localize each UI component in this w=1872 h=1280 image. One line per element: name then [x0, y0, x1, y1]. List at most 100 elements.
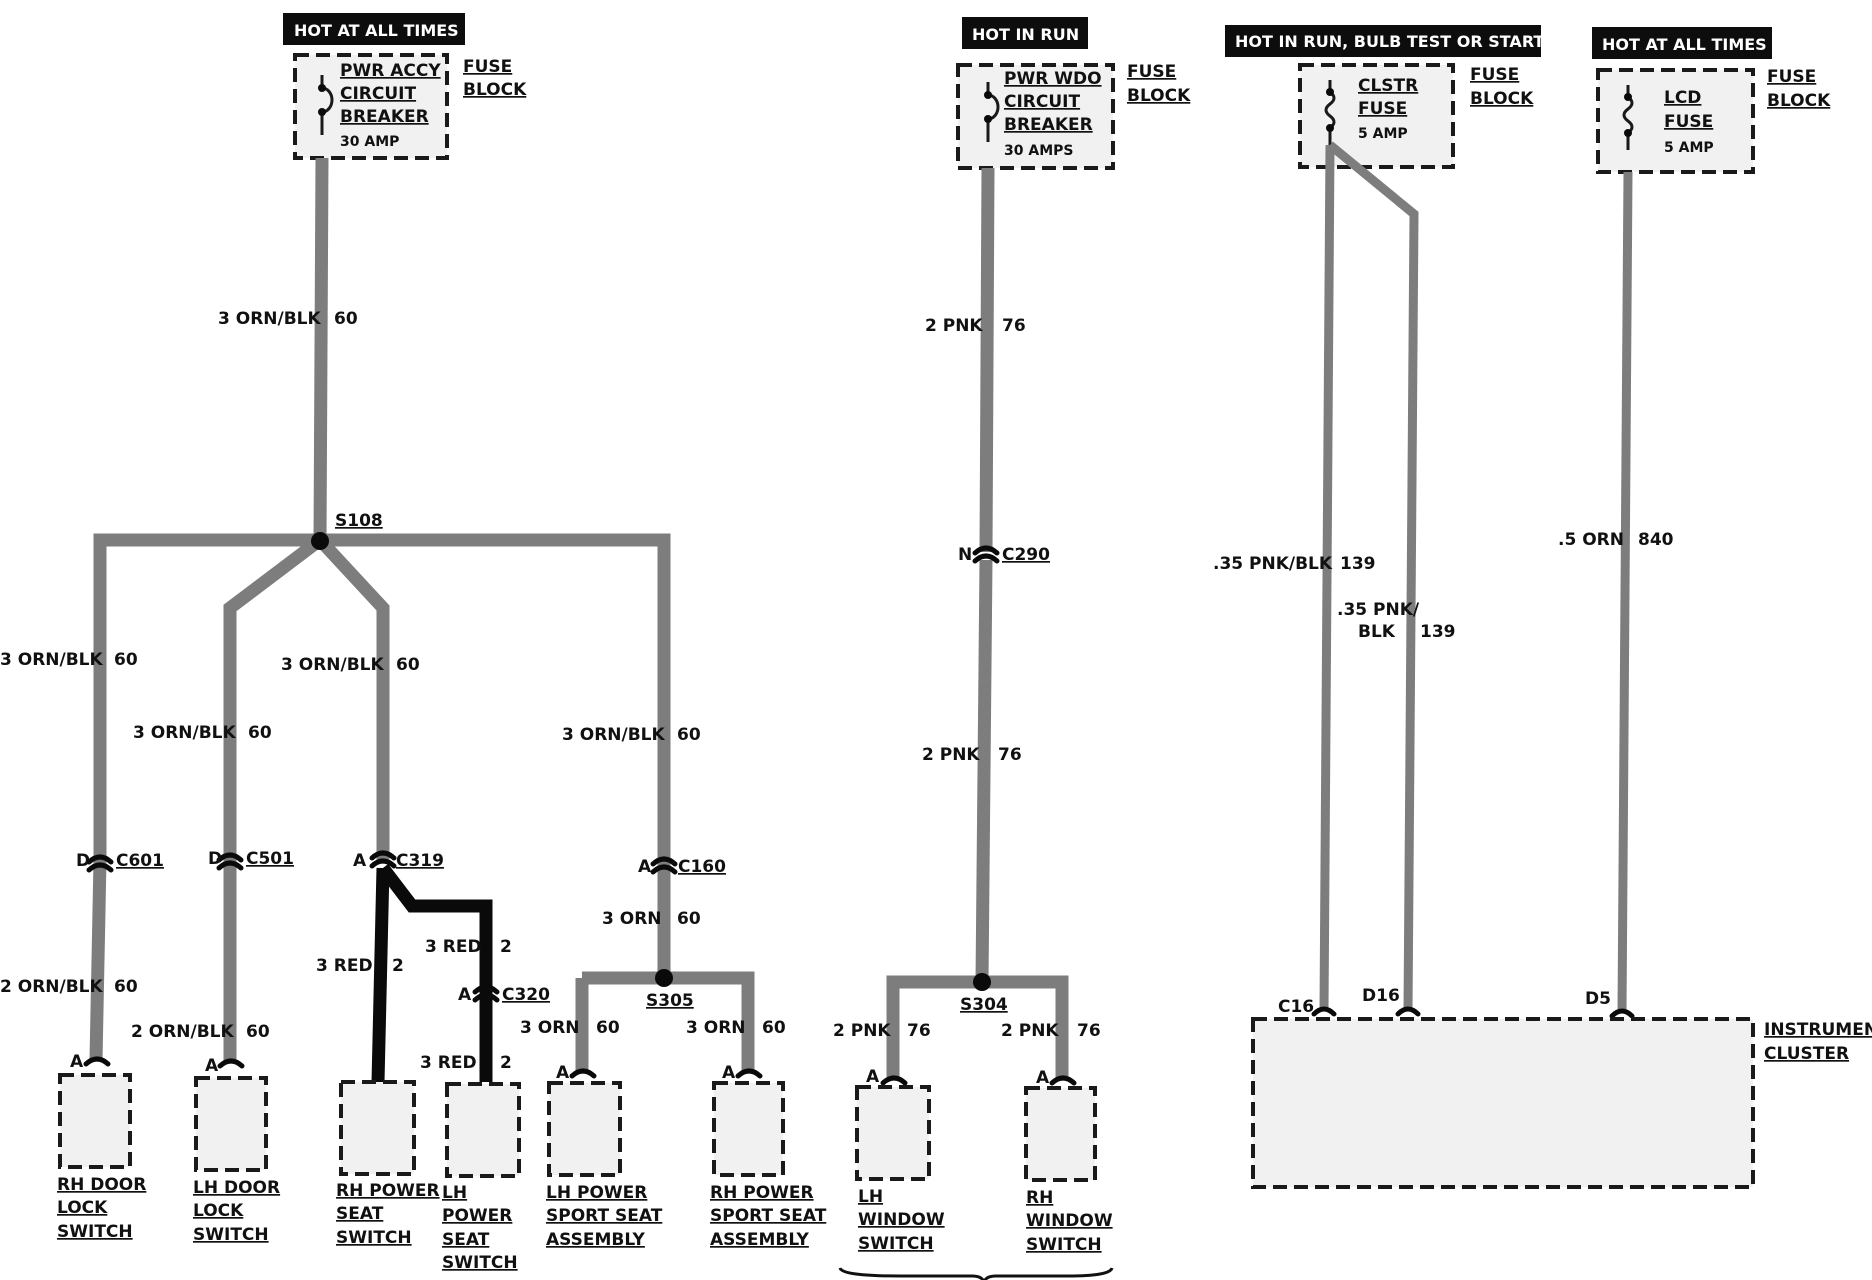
wires-cluster-circuit	[1319, 141, 1633, 1013]
pin-a-rhwin: A	[1036, 1068, 1050, 1088]
wire-pnk-lhwin-size: 2 PNK	[833, 1021, 891, 1041]
pin-a-rhdoor: A	[70, 1052, 84, 1072]
svg-text:LH: LH	[858, 1187, 883, 1207]
svg-text:SWITCH: SWITCH	[57, 1222, 133, 1242]
svg-text:SEAT: SEAT	[442, 1230, 490, 1250]
wire-lhdoor-size: 2 ORN/BLK	[131, 1022, 235, 1042]
pin-a-lhdoor: A	[205, 1056, 219, 1076]
pin-d-c501: D	[208, 849, 222, 869]
component-lh-door-lock-switch: LH DOOR LOCK SWITCH	[193, 1076, 280, 1245]
connector-c160: C160	[678, 857, 726, 877]
connector-c290: N C290	[958, 545, 1050, 565]
fuse-lcd-5-amp: LCD FUSE 5 AMP	[1596, 68, 1755, 174]
splice-s108-label: S108	[335, 511, 383, 531]
svg-text:SWITCH: SWITCH	[442, 1253, 518, 1273]
wire-branch-seat-size: 3 ORN/BLK	[281, 655, 385, 675]
wire-branch-lhdoor-size: 3 ORN/BLK	[133, 723, 237, 743]
svg-text:RH: RH	[1026, 1188, 1053, 1208]
wire-branch-rhdoor-size: 3 ORN/BLK	[0, 650, 104, 670]
component-rh-power-seat-switch: RH POWER SEAT SWITCH	[336, 1080, 440, 1248]
svg-text:LCD: LCD	[1664, 88, 1701, 108]
component-lh-power-sport-seat-assembly: LH POWER SPORT SEAT ASSEMBLY	[546, 1081, 663, 1250]
svg-text:RH DOOR: RH DOOR	[57, 1175, 146, 1195]
pin-d5: D5	[1585, 989, 1611, 1009]
fuse-block-label-2: FUSE BLOCK	[1127, 62, 1191, 106]
svg-text:RH POWER: RH POWER	[336, 1181, 440, 1201]
wire-pnkblk-d16-color: BLK	[1358, 622, 1396, 642]
wire-pnkblk-d16-size: .35 PNK/	[1337, 600, 1420, 620]
svg-text:HOT IN RUN: HOT IN RUN	[972, 25, 1079, 44]
svg-text:BREAKER: BREAKER	[340, 107, 429, 127]
svg-text:FUSE: FUSE	[463, 57, 512, 77]
fuse-clstr-5-amp: CLSTR FUSE 5 AMP	[1298, 63, 1455, 169]
wire-pnk-upper-size: 2 PNK	[925, 316, 983, 336]
connector-symbols-window	[880, 1075, 1077, 1086]
wire-orn-lhsport-circuit: 60	[596, 1018, 620, 1038]
wire-pnk-lhwin-circuit: 76	[907, 1021, 931, 1041]
wire-branch-sport-size: 3 ORN/BLK	[562, 725, 666, 745]
svg-text:LH POWER: LH POWER	[546, 1183, 647, 1203]
svg-text:INSTRUMENT: INSTRUMENT	[1764, 1020, 1872, 1040]
wire-red-upper-circuit: 2	[500, 937, 512, 957]
svg-text:N: N	[958, 545, 972, 565]
svg-text:CIRCUIT: CIRCUIT	[1004, 92, 1080, 112]
wire-pnk-rhwin-size: 2 PNK	[1001, 1021, 1059, 1041]
fuse-pwr-wdo-circuit-breaker: PWR WDO CIRCUIT BREAKER 30 AMPS	[956, 63, 1115, 170]
wire-orn-840-circuit: 840	[1638, 530, 1674, 550]
header-hot-at-all-times-2: HOT AT ALL TIMES	[1592, 27, 1772, 59]
wire-orn-c160-circuit: 60	[677, 909, 701, 929]
wires-power-window-circuit	[886, 167, 1069, 1080]
component-instrument-cluster: INSTRUMENT CLUSTER	[1251, 1017, 1872, 1189]
wire-red-upper-size: 3 RED	[425, 937, 482, 957]
wire-red-rhseat-size: 3 RED	[316, 956, 373, 976]
svg-text:WINDOW: WINDOW	[858, 1210, 945, 1230]
svg-text:HOT IN RUN, BULB TEST OR START: HOT IN RUN, BULB TEST OR START	[1235, 32, 1544, 51]
svg-text:30 AMP: 30 AMP	[340, 134, 399, 150]
window-switch-bracket	[838, 1267, 1114, 1280]
pin-a-rhsport: A	[722, 1063, 736, 1083]
wire-orn-lhsport-size: 3 ORN	[520, 1018, 580, 1038]
svg-text:FUSE: FUSE	[1664, 112, 1713, 132]
wire-orn-c160-size: 3 ORN	[602, 909, 662, 929]
wire-rhdoor-size: 2 ORN/BLK	[0, 977, 104, 997]
svg-text:CLUSTER: CLUSTER	[1764, 1044, 1849, 1064]
svg-text:SWITCH: SWITCH	[193, 1225, 269, 1245]
svg-text:LOCK: LOCK	[57, 1198, 108, 1218]
svg-text:30 AMPS: 30 AMPS	[1004, 143, 1073, 159]
fuse-block-label-4: FUSE BLOCK	[1767, 67, 1831, 111]
svg-text:LH DOOR: LH DOOR	[193, 1178, 280, 1198]
splice-s305	[655, 969, 673, 987]
pin-a-c319: A	[353, 851, 367, 871]
svg-text:CLSTR: CLSTR	[1358, 76, 1418, 96]
wire-pnk-lower-circuit: 76	[998, 745, 1022, 765]
wire-lhdoor-circuit: 60	[246, 1022, 270, 1042]
svg-text:POWER: POWER	[442, 1206, 512, 1226]
svg-text:SPORT SEAT: SPORT SEAT	[546, 1206, 663, 1226]
svg-text:FUSE: FUSE	[1470, 65, 1519, 85]
svg-text:SWITCH: SWITCH	[858, 1234, 934, 1254]
wire-branch-lhdoor-circuit: 60	[248, 723, 272, 743]
svg-text:BLOCK: BLOCK	[463, 80, 527, 100]
wire-orn-rhsport-size: 3 ORN	[686, 1018, 746, 1038]
svg-text:FUSE: FUSE	[1358, 99, 1407, 119]
wire-main-circuit: 60	[334, 309, 358, 329]
svg-text:WINDOW: WINDOW	[1026, 1211, 1113, 1231]
component-rh-door-lock-switch: RH DOOR LOCK SWITCH	[57, 1073, 146, 1242]
svg-text:RH POWER: RH POWER	[710, 1183, 814, 1203]
svg-text:C290: C290	[1002, 545, 1050, 565]
component-lh-window-switch: LH WINDOW SWITCH	[855, 1085, 945, 1254]
header-hot-at-all-times-1: HOT AT ALL TIMES	[283, 13, 465, 45]
connector-c601: C601	[116, 851, 164, 871]
svg-text:PWR ACCY: PWR ACCY	[340, 61, 441, 81]
svg-text:5 AMP: 5 AMP	[1664, 140, 1714, 156]
header-hot-in-run: HOT IN RUN	[962, 17, 1088, 49]
wire-branch-rhdoor-circuit: 60	[114, 650, 138, 670]
svg-text:BREAKER: BREAKER	[1004, 115, 1093, 135]
pin-a-lhwin: A	[866, 1067, 880, 1087]
svg-text:LH: LH	[442, 1183, 467, 1203]
wires-power-accessory-circuit	[89, 157, 755, 1072]
splice-s304-label: S304	[960, 995, 1008, 1015]
svg-text:HOT AT ALL TIMES: HOT AT ALL TIMES	[1602, 35, 1767, 54]
wire-branch-sport-circuit: 60	[677, 725, 701, 745]
